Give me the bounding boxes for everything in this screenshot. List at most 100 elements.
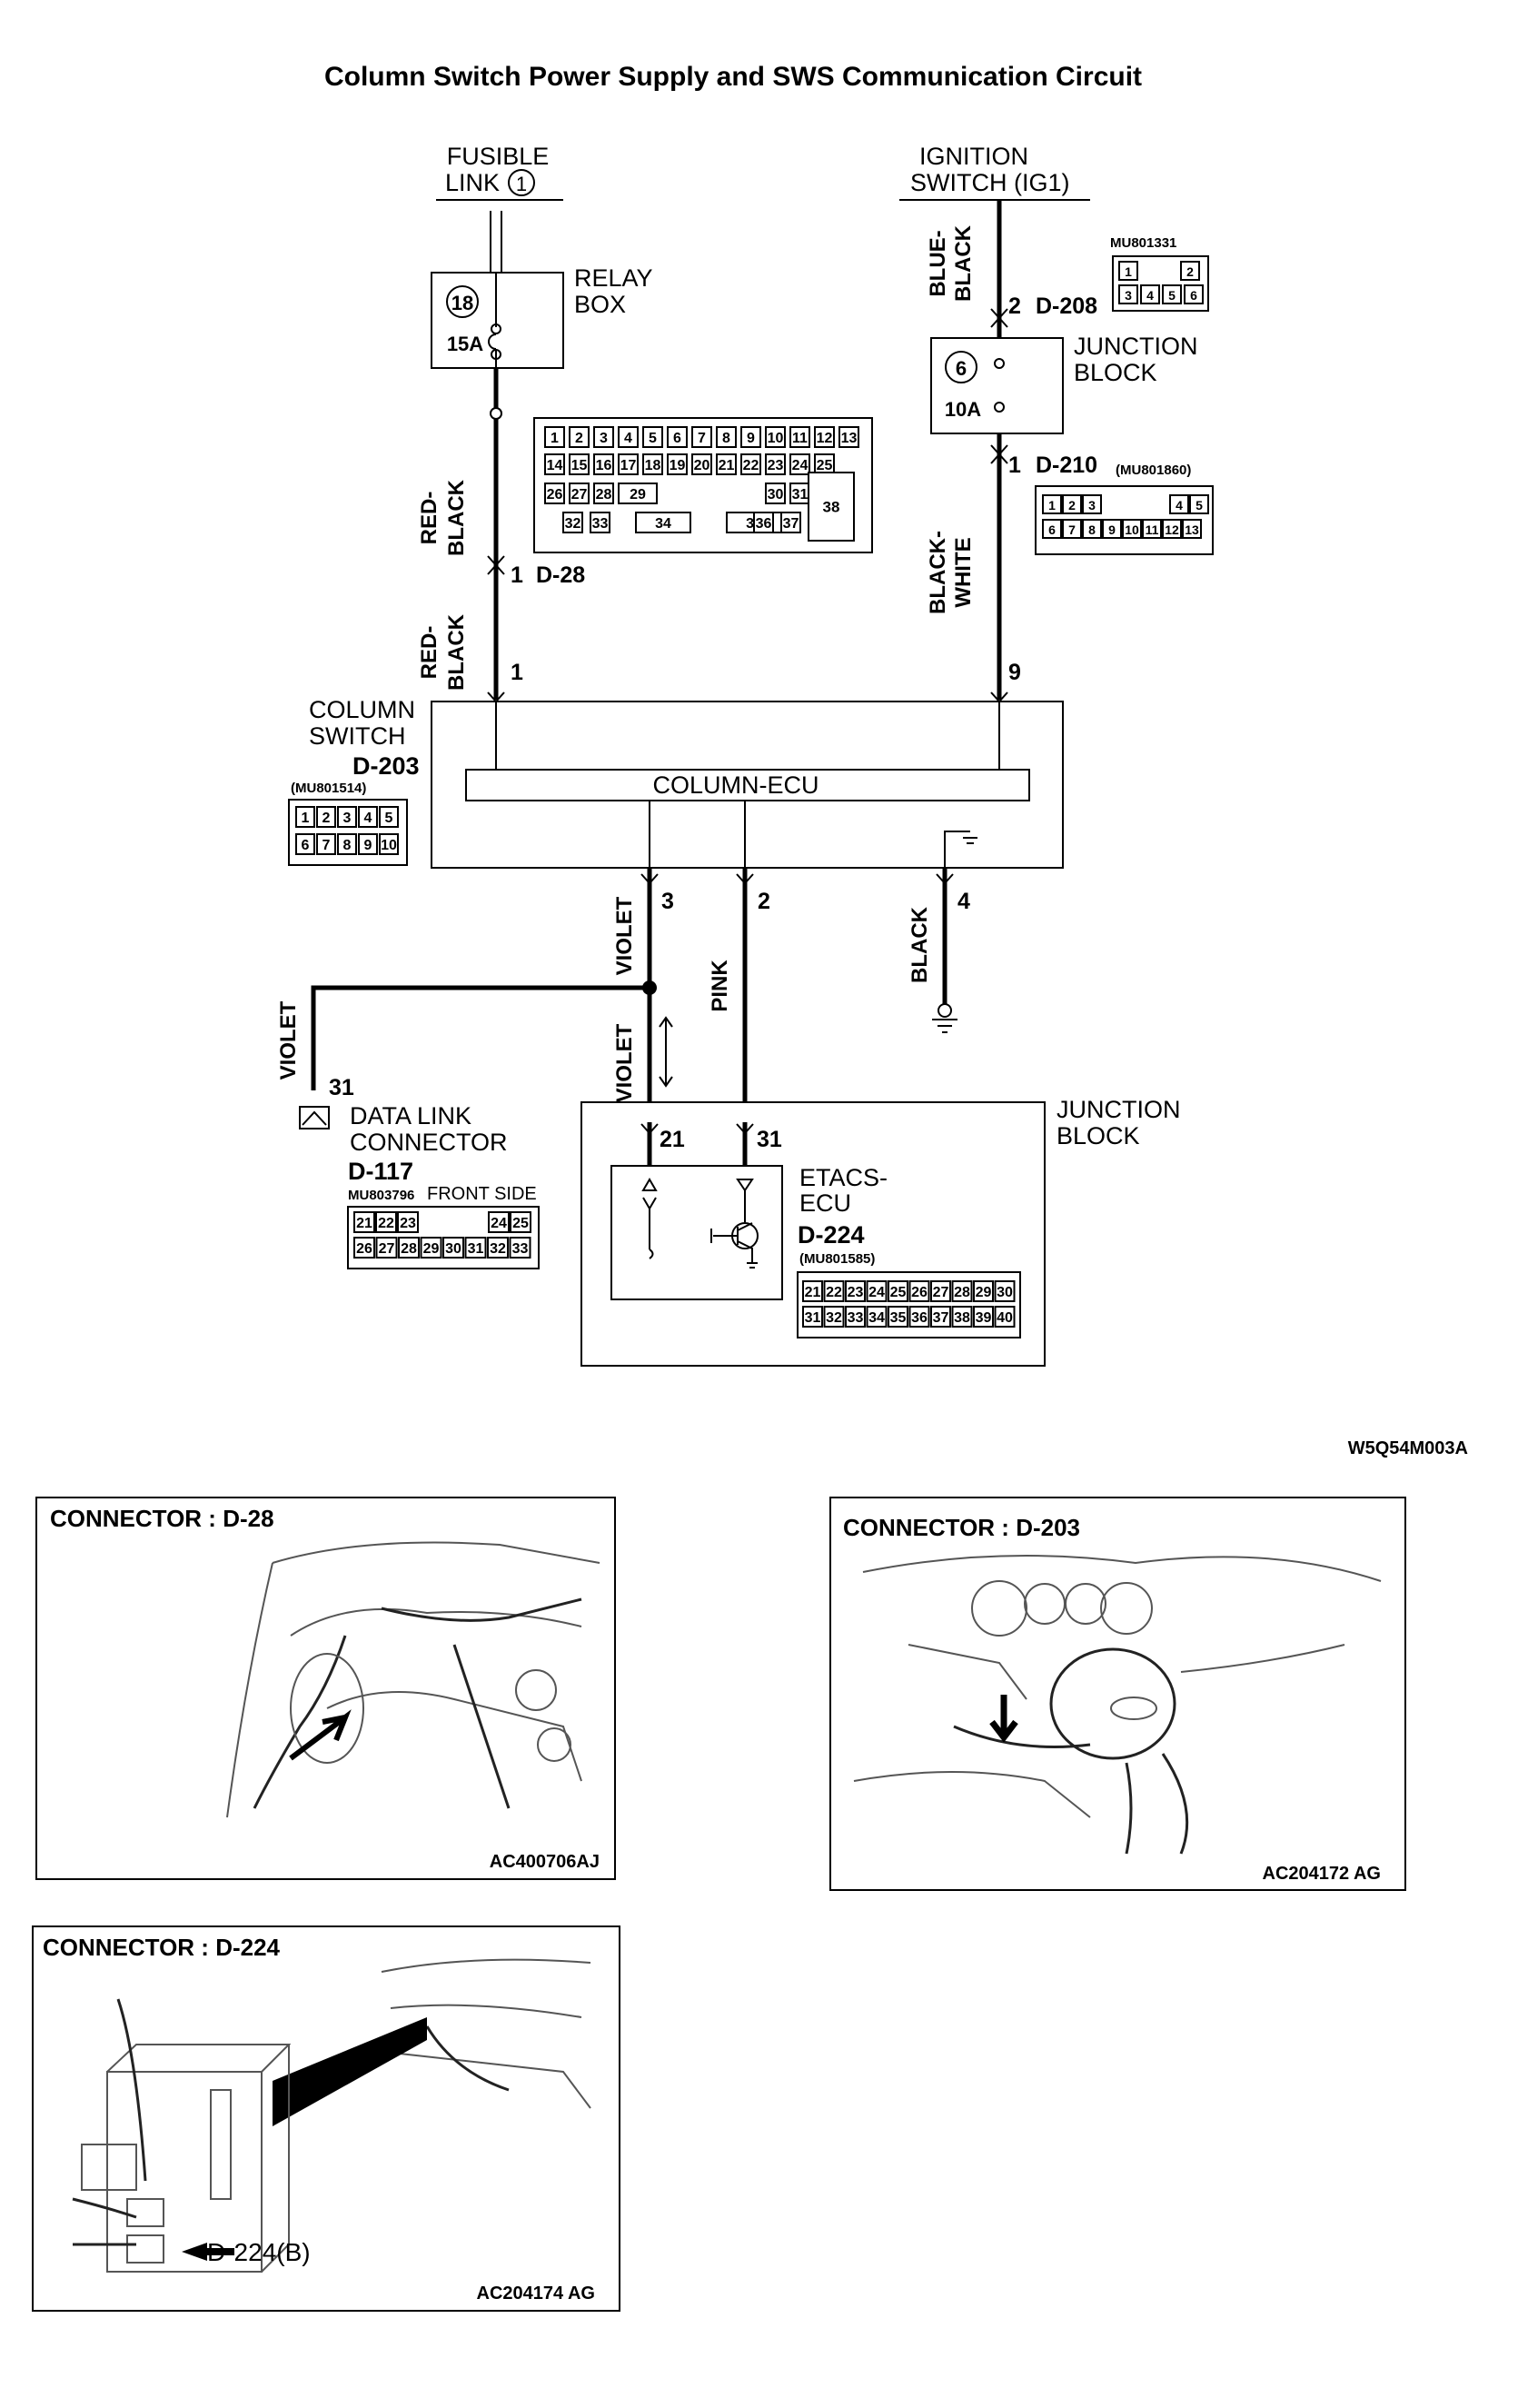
d28-r2-cell-label: 15 bbox=[571, 458, 588, 473]
d28-r2-cell bbox=[642, 453, 663, 475]
d28-r4-cell bbox=[753, 512, 774, 533]
d203-r1-cell-label: 4 bbox=[364, 811, 372, 826]
photo-d203-title: CONNECTOR : D-203 bbox=[843, 1514, 1080, 1541]
d210-connector-mark bbox=[990, 444, 1008, 464]
d28-r4-cell bbox=[562, 512, 583, 533]
d208-pin: 2 bbox=[1008, 294, 1021, 319]
d28-r3-cell-label: 29 bbox=[630, 487, 646, 502]
d224-r1-cell bbox=[908, 1280, 930, 1302]
d210-r2-cell-label: 10 bbox=[1125, 522, 1139, 537]
d28-r1-cell-label: 13 bbox=[841, 431, 858, 446]
d203-r2-cell bbox=[316, 833, 336, 855]
d224-r1-cell bbox=[994, 1280, 1016, 1302]
d28-r3-cell-label: 26 bbox=[547, 487, 563, 502]
wire-label-red-black-upper-1: RED- bbox=[417, 492, 442, 545]
violet-wire-dlc bbox=[311, 985, 650, 1090]
d224-r2-cell-label: 31 bbox=[805, 1310, 821, 1326]
d203-r1-cell-label: 1 bbox=[302, 811, 310, 826]
d117-r2-cell bbox=[420, 1237, 442, 1259]
d28-r2-cell-label: 18 bbox=[645, 458, 661, 473]
wire-label-black: BLACK bbox=[908, 906, 932, 983]
transistor-legs bbox=[713, 1222, 758, 1269]
wire-label-blue-black-1: BLUE- bbox=[926, 230, 950, 296]
d117-r2-cell-label: 26 bbox=[356, 1241, 372, 1257]
d117-r2-cell-label: 32 bbox=[490, 1241, 506, 1257]
wire-label-violet-3: VIOLET bbox=[612, 896, 637, 975]
d203-r2-cell-label: 9 bbox=[364, 838, 372, 853]
d224-r2-cell-label: 38 bbox=[954, 1310, 970, 1326]
d210-r1-cell-label: 3 bbox=[1088, 498, 1096, 512]
d210-id: D-210 bbox=[1036, 453, 1097, 478]
d208-cell bbox=[1140, 284, 1160, 304]
d28-r1-cell bbox=[691, 426, 712, 448]
d28-r2-cell-label: 14 bbox=[547, 458, 563, 473]
d28-r4-cell bbox=[635, 512, 691, 533]
d210-r2-cell bbox=[1082, 519, 1102, 539]
d28-r4-cell bbox=[780, 512, 801, 533]
d28-r2-cell bbox=[593, 453, 614, 475]
d203-r1-cell bbox=[358, 806, 378, 828]
d203-r2-cell-label: 7 bbox=[322, 838, 331, 853]
d28-r1-cell bbox=[642, 426, 663, 448]
junction-fuse-number: 6 bbox=[956, 357, 967, 380]
d208-cell bbox=[1118, 261, 1138, 281]
d28-r1-cell-label: 4 bbox=[624, 431, 632, 446]
relay-fuse-circle bbox=[446, 285, 479, 318]
d28-r1-cell-label: 12 bbox=[817, 431, 833, 446]
junction-block-bottom-label-2: BLOCK bbox=[1057, 1122, 1140, 1149]
d210-pin: 1 bbox=[1008, 453, 1021, 478]
d224-r1-cell-label: 27 bbox=[933, 1285, 949, 1300]
d28-r1-cell-label: 9 bbox=[747, 431, 755, 446]
d210-r2-cell-label: 13 bbox=[1185, 522, 1199, 537]
d117-r2-cell bbox=[375, 1237, 398, 1259]
d224-r2-cell bbox=[951, 1306, 973, 1328]
relay-box-label-2: BOX bbox=[574, 291, 626, 318]
d210-part-no: (MU801860) bbox=[1116, 463, 1191, 478]
bidirectional-arrow-icon bbox=[659, 1016, 673, 1088]
ecu-ground-symbol bbox=[944, 831, 977, 868]
d28-r2-cell bbox=[618, 453, 639, 475]
photo-d28-code: AC400706AJ bbox=[490, 1852, 600, 1872]
relay-fuse-node-2 bbox=[491, 349, 501, 360]
d210-r2-cell-label: 9 bbox=[1108, 522, 1116, 537]
d28-r2-cell-label: 25 bbox=[817, 458, 833, 473]
ground-terminal bbox=[938, 1003, 952, 1018]
column-switch-label-2: SWITCH bbox=[309, 722, 405, 750]
photo-d28-arrow-icon bbox=[289, 1709, 352, 1761]
d28-r1-cell bbox=[814, 426, 835, 448]
d117-r2-cell-label: 27 bbox=[379, 1241, 395, 1257]
d224-r1-cell-label: 30 bbox=[997, 1285, 1013, 1300]
junction-fuse-circle bbox=[945, 351, 977, 383]
d210-r2-cell-label: 6 bbox=[1048, 522, 1056, 537]
d117-r1-cell-label: 23 bbox=[400, 1216, 416, 1231]
column-pin-3: 3 bbox=[661, 889, 674, 914]
d28-r1-cell-label: 2 bbox=[575, 431, 583, 446]
d117-r2-cell-label: 30 bbox=[445, 1241, 461, 1257]
d28-r1-cell-label: 10 bbox=[768, 431, 784, 446]
d28-r3-cell-label: 30 bbox=[768, 487, 784, 502]
dlc-label-2: CONNECTOR bbox=[350, 1129, 508, 1156]
d210-r2-cell bbox=[1142, 519, 1162, 539]
d224-r1-cell-label: 28 bbox=[954, 1285, 970, 1300]
d28-r1-cell bbox=[569, 426, 590, 448]
d203-r2-cell bbox=[295, 833, 315, 855]
junction-block-bottom-label: JUNCTION bbox=[1057, 1096, 1181, 1123]
d117-r2-cell-label: 33 bbox=[512, 1241, 529, 1257]
wire-label-red-black-upper-2: BLACK bbox=[444, 479, 469, 556]
etacs-part-no: (MU801585) bbox=[799, 1251, 875, 1267]
d224-r1-cell-label: 25 bbox=[890, 1285, 907, 1300]
d224-r2-cell bbox=[888, 1306, 908, 1328]
junction-fuse-node-1 bbox=[994, 358, 1005, 369]
d28-r4-cell bbox=[590, 512, 610, 533]
d208-cell bbox=[1162, 284, 1182, 304]
d210-r2-cell bbox=[1182, 519, 1202, 539]
d210-r1-cell-label: 4 bbox=[1176, 498, 1183, 512]
d28-r1-cell bbox=[838, 426, 859, 448]
d28-r1-cell-label: 11 bbox=[792, 431, 808, 446]
column-ecu-box bbox=[465, 769, 1030, 801]
d224-r2-cell-label: 34 bbox=[868, 1310, 885, 1326]
d28-pin: 1 bbox=[511, 562, 523, 588]
relay-box-label: RELAY bbox=[574, 264, 653, 292]
etacs-label-2: ECU bbox=[799, 1189, 851, 1217]
d203-r2-cell bbox=[379, 833, 399, 855]
